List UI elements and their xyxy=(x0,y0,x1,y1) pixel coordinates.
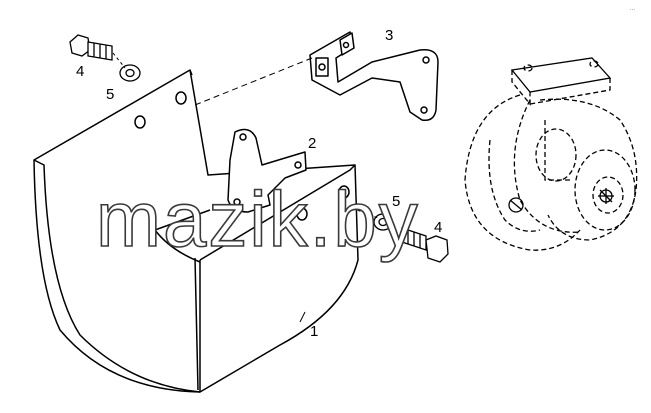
axis-line-right xyxy=(351,207,379,219)
callout-1: 1 xyxy=(310,323,318,340)
callout-4-right: 4 xyxy=(434,219,442,236)
axis-line-left xyxy=(112,52,126,69)
callout-leader-1 xyxy=(299,311,306,323)
washer-left xyxy=(119,64,141,82)
assembly-line-upper xyxy=(194,57,313,106)
callout-5-left: 5 xyxy=(106,86,114,103)
bolt-left xyxy=(69,34,113,61)
bolt-right xyxy=(401,227,449,263)
callout-3: 3 xyxy=(385,27,393,44)
callout-5-right: 5 xyxy=(392,193,400,210)
callout-2: 2 xyxy=(308,135,316,152)
callout-4-left: 4 xyxy=(76,63,84,80)
washer-right xyxy=(373,213,393,231)
upper-bracket xyxy=(309,31,439,122)
corner-mark: ... xyxy=(630,6,635,12)
lower-bracket xyxy=(227,128,307,213)
watermark-text: mazik.by xyxy=(96,175,420,263)
heat-shield-housing xyxy=(33,69,359,393)
turbocharger-solid-detail xyxy=(508,188,614,213)
turbocharger-outline xyxy=(464,57,638,251)
